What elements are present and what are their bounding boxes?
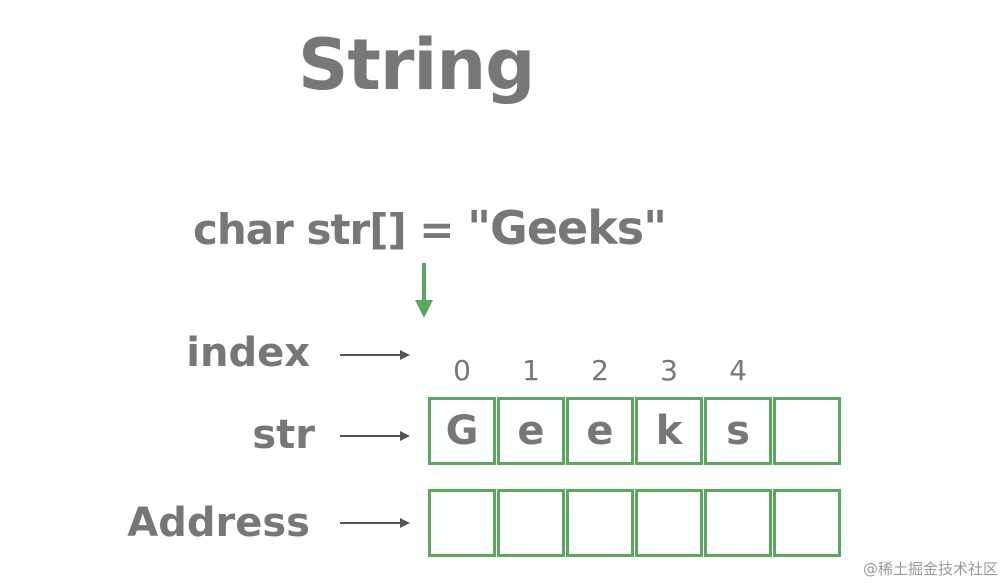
declaration-prefix: char str[] =: [193, 205, 468, 254]
address-cell: [704, 489, 772, 557]
str-cell: e: [497, 397, 565, 465]
down-arrow-icon: [415, 263, 433, 318]
index-label: index: [186, 330, 310, 376]
index-arrow-icon: [340, 350, 410, 360]
address-label: Address: [127, 500, 310, 546]
str-arrow-icon: [340, 431, 410, 441]
diagram-title: String: [298, 24, 535, 106]
address-cell: [635, 489, 703, 557]
index-number: 2: [591, 354, 609, 387]
watermark: @稀土掘金技术社区: [862, 560, 998, 578]
str-label: str: [252, 412, 315, 458]
str-cell-null: [773, 397, 841, 465]
address-cell: [428, 489, 496, 557]
str-cell: G: [428, 397, 496, 465]
declaration-literal: "Geeks": [467, 201, 667, 255]
index-number: 3: [660, 354, 678, 387]
address-cell: [497, 489, 565, 557]
index-number: 1: [522, 354, 540, 387]
address-arrow-icon: [340, 518, 410, 528]
str-cell: k: [635, 397, 703, 465]
index-number: 4: [729, 354, 747, 387]
declaration: char str[] = "Geeks": [193, 205, 667, 254]
address-cell: [566, 489, 634, 557]
index-number: 0: [453, 354, 471, 387]
str-cell: e: [566, 397, 634, 465]
address-cell: [773, 489, 841, 557]
str-cell: s: [704, 397, 772, 465]
